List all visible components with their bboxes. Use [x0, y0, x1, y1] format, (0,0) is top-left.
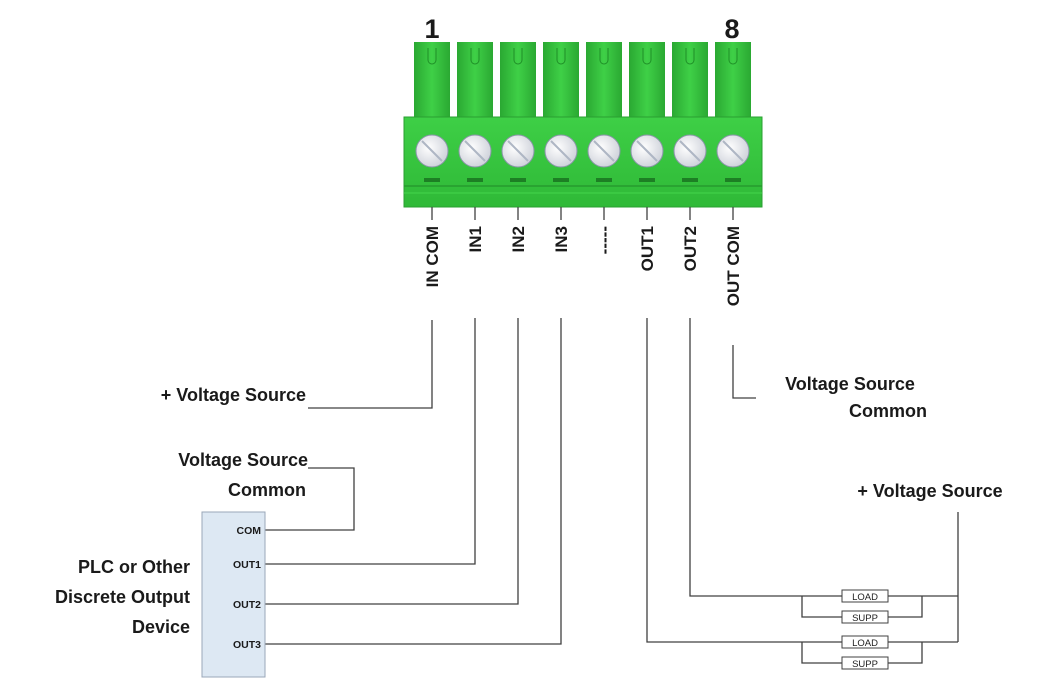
- load-box-out1: [841, 635, 889, 649]
- pin-label-out1: OUT1: [638, 226, 657, 271]
- supp-label-out1: SUPP: [852, 659, 878, 670]
- output-common-label-line2: Common: [849, 401, 927, 421]
- device-label-line1: PLC or Other: [78, 557, 190, 577]
- pin-label-out-com: OUT COM: [724, 226, 743, 306]
- device-terminal-com: COM: [237, 525, 262, 537]
- supp-label-out2: SUPP: [852, 613, 878, 624]
- supp-box-out1: [841, 656, 889, 670]
- supp-box-out2: [841, 610, 889, 624]
- device-label-line2: Discrete Output: [55, 587, 190, 607]
- pin-label-in-com: IN COM: [423, 226, 442, 287]
- plc-device: COM OUT1 OUT2 OUT3: [201, 511, 266, 678]
- input-wiring: [265, 318, 562, 645]
- pin-label-in2: IN2: [509, 226, 528, 252]
- pin-label-unused: -----: [595, 226, 614, 254]
- input-common-label-line2: Common: [228, 480, 306, 500]
- load-label-out2: LOAD: [852, 592, 878, 603]
- load-supp-components: LOAD SUPP LOAD SUPP: [841, 589, 889, 670]
- pin-label-out2: OUT2: [681, 226, 700, 271]
- pin-number-last: 8: [724, 14, 739, 44]
- output-wiring: [646, 318, 959, 664]
- device-terminal-out1: OUT1: [233, 559, 261, 571]
- pin-label-in3: IN3: [552, 226, 571, 252]
- output-plus-voltage-label: + Voltage Source: [857, 481, 1002, 501]
- input-common-label-line1: Voltage Source: [178, 450, 308, 470]
- terminal-block-connector: [403, 42, 763, 208]
- load-box-out2: [841, 589, 889, 603]
- input-plus-voltage-label: + Voltage Source: [161, 385, 306, 405]
- pin-stubs: [431, 207, 734, 220]
- pin-number-first: 1: [424, 14, 439, 44]
- pin-label-in1: IN1: [466, 226, 485, 252]
- device-label-line3: Device: [132, 617, 190, 637]
- load-label-out1: LOAD: [852, 638, 878, 649]
- pin-labels: IN COM IN1 IN2 IN3 ----- OUT1 OUT2 OUT C…: [423, 226, 743, 306]
- output-common-label-line1: Voltage Source: [785, 374, 915, 394]
- connector-screws: [415, 134, 750, 168]
- device-terminal-out3: OUT3: [233, 639, 261, 651]
- device-terminal-out2: OUT2: [233, 599, 261, 611]
- connector-tabs: [414, 42, 751, 120]
